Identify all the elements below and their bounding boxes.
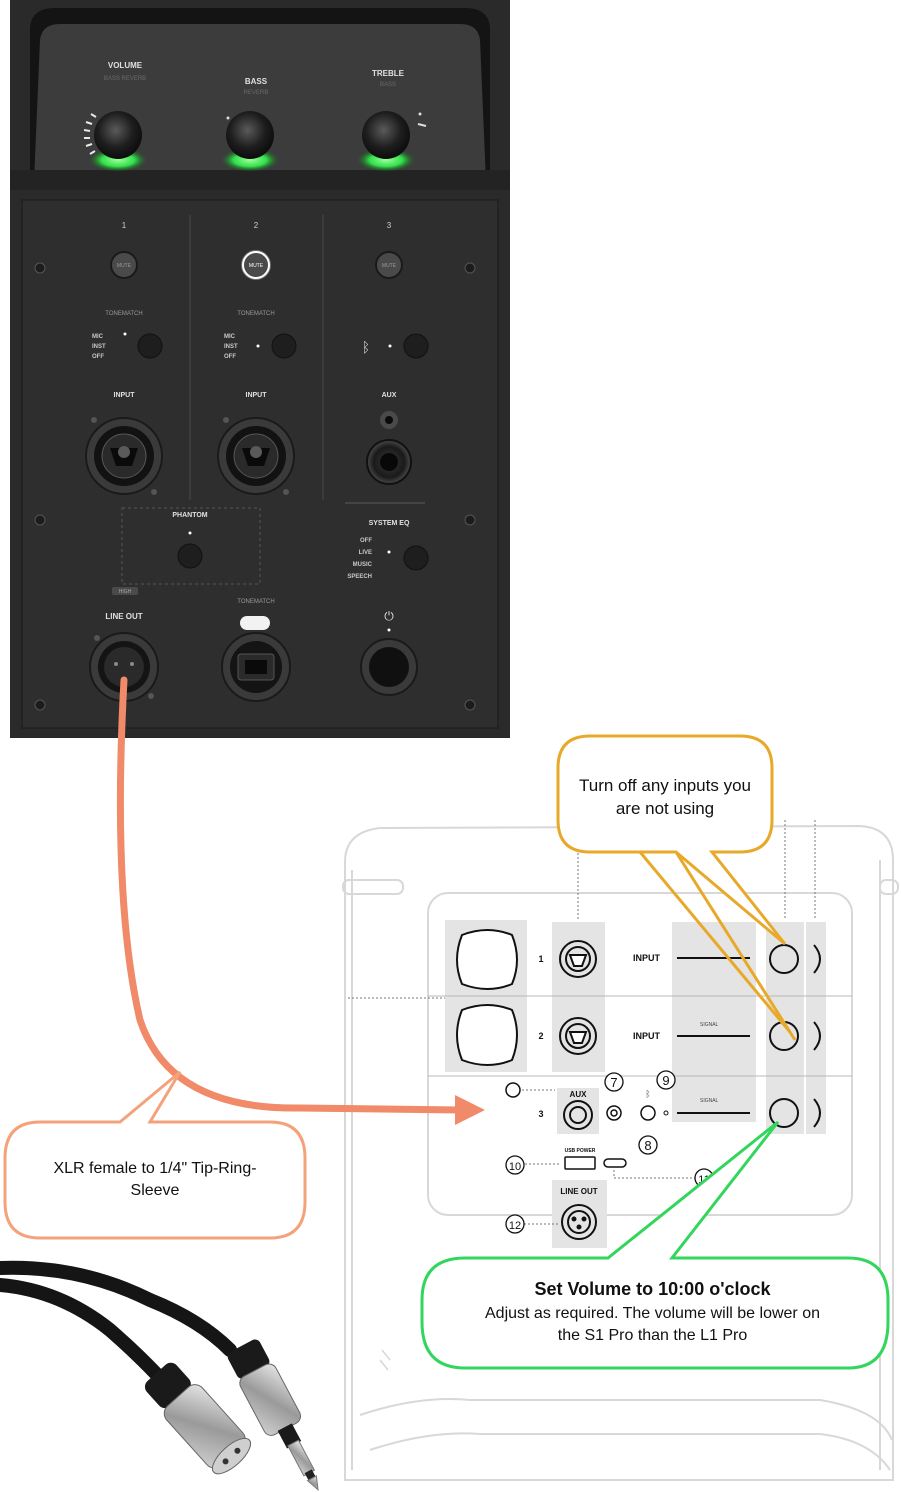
s1-cutouts — [456, 929, 518, 1066]
bass-knob-label: BASS — [245, 77, 268, 86]
callout-number-7: 7 — [610, 1075, 617, 1090]
volume-knob[interactable] — [83, 111, 148, 172]
s1-aux-label: AUX — [570, 1090, 588, 1099]
bass-knob-sublabel: REVERB — [244, 90, 269, 96]
s1-combo-jack-ch1[interactable] — [559, 940, 597, 978]
system-eq-options: OFF LIVE MUSIC SPEECH — [347, 538, 372, 580]
power-icon: ⏻ — [384, 609, 394, 623]
inputs-off-callout-text: Turn off any inputs you are not using — [579, 776, 751, 818]
cable-type-callout — [3, 1070, 307, 1240]
phantom-button[interactable] — [177, 543, 203, 569]
bluetooth-button[interactable] — [403, 333, 429, 359]
s1-aux-jack[interactable] — [563, 1100, 593, 1130]
svg-text:LIVE: LIVE — [359, 550, 372, 556]
l1-pro-panel: VOLUME BASS REVERB BASS REVERB TREBLE BA… — [10, 0, 510, 738]
xlr-to-trs-cable — [0, 1260, 319, 1492]
system-eq-label: SYSTEM EQ — [369, 520, 410, 527]
bluetooth-icon: ᛒ — [362, 339, 370, 355]
s1-signal-label-ch3: SIGNAL — [700, 1098, 719, 1104]
s1-usb-a-port[interactable] — [564, 1156, 596, 1170]
aux-label: AUX — [382, 392, 397, 399]
callout-number-9: 9 — [662, 1073, 669, 1088]
signal-path-arrowhead — [455, 1095, 485, 1125]
tonematch-label-ch2: TONEMATCH — [237, 311, 274, 317]
s1-usb-c-port[interactable] — [603, 1158, 627, 1168]
volume-knob-label: VOLUME — [108, 61, 143, 70]
mute-button-ch2[interactable]: MUTE — [241, 250, 271, 280]
s1-input-label-ch2: INPUT — [633, 1031, 661, 1041]
s1-input-label-ch1: INPUT — [633, 953, 661, 963]
s1-channel-2-number: 2 — [538, 1031, 543, 1041]
svg-text:MUTE: MUTE — [249, 263, 264, 269]
svg-text:OFF: OFF — [360, 538, 372, 544]
combo-input-jack-ch2[interactable] — [217, 417, 295, 495]
volume-knob-sublabel: BASS REVERB — [104, 76, 146, 82]
s1-volume-knob-ch3[interactable] — [769, 1098, 821, 1128]
system-eq-button[interactable] — [403, 545, 429, 571]
svg-text:SPEECH: SPEECH — [347, 574, 372, 580]
l1-channel-1-number: 1 — [122, 221, 127, 230]
tonematch-port[interactable] — [221, 632, 291, 702]
s1-bluetooth-icon: ᛒ — [645, 1089, 650, 1099]
mic-inst-off-labels-ch2: MIC INST OFF — [224, 334, 238, 360]
s1-combo-jack-ch2[interactable] — [559, 1017, 597, 1055]
s1-control-panels — [348, 820, 852, 1248]
s1-usb-power-label: USB POWER — [565, 1148, 596, 1154]
s1-channel-1-number: 1 — [538, 954, 543, 964]
s1-pro-drawing — [342, 824, 899, 1481]
power-button[interactable] — [360, 638, 418, 696]
svg-text:OFF: OFF — [92, 354, 104, 360]
s1-line-out-jack[interactable] — [561, 1204, 597, 1240]
tonematch-label-ch1: TONEMATCH — [105, 311, 142, 317]
volume-callout-title: Set Volume to 10:00 o'clock — [534, 1279, 771, 1299]
combo-input-jack-ch1[interactable] — [85, 417, 163, 495]
s1-bluetooth-button[interactable] — [640, 1105, 656, 1121]
svg-text:MIC: MIC — [224, 334, 236, 340]
l1-channel-3-number: 3 — [387, 221, 392, 230]
callout-number-10: 10 — [509, 1161, 521, 1173]
treble-knob[interactable] — [356, 111, 427, 172]
svg-text:INST: INST — [224, 344, 238, 350]
phantom-label: PHANTOM — [172, 512, 207, 519]
volume-callout-body: Adjust as required. The volume will be l… — [485, 1305, 820, 1344]
l1-channel-2-number: 2 — [254, 221, 259, 230]
mute-button-ch3[interactable]: MUTE — [375, 251, 403, 279]
callout-number-12: 12 — [509, 1220, 521, 1232]
treble-knob-sublabel: BASS — [380, 82, 396, 88]
svg-text:MUTE: MUTE — [117, 263, 132, 269]
tonematch-port-label: TONEMATCH — [237, 599, 274, 605]
svg-text:MUTE: MUTE — [382, 263, 397, 269]
input-select-button-ch2[interactable] — [271, 333, 297, 359]
aux-quarter-inch-jack[interactable] — [366, 439, 412, 485]
mic-inst-off-labels-ch1: MIC INST OFF — [92, 334, 106, 360]
bass-knob[interactable] — [220, 111, 280, 172]
line-out-xlr-jack[interactable] — [89, 632, 159, 702]
inputs-off-callout — [556, 734, 797, 1041]
volume-callout — [420, 1120, 890, 1370]
svg-text:MUSIC: MUSIC — [353, 562, 373, 568]
s1-mini-aux-jack[interactable] — [606, 1105, 622, 1121]
svg-text:OFF: OFF — [224, 354, 236, 360]
input-select-button-ch1[interactable] — [137, 333, 163, 359]
input-label-ch2: INPUT — [246, 392, 268, 399]
signal-path-arrow — [116, 676, 464, 1114]
callout-number-8: 8 — [644, 1138, 651, 1153]
input-label-ch1: INPUT — [114, 392, 136, 399]
s1-tonematch-icon — [505, 1082, 521, 1098]
line-out-label: LINE OUT — [105, 612, 142, 621]
svg-text:MIC: MIC — [92, 334, 104, 340]
mute-button-ch1[interactable]: MUTE — [110, 251, 138, 279]
svg-text:INST: INST — [92, 344, 106, 350]
line-out-badge: HIGH — [119, 589, 132, 595]
aux-mini-jack[interactable] — [380, 411, 398, 429]
cable-type-callout-text: XLR female to 1/4" Tip-Ring-Sleeve — [53, 1160, 257, 1199]
s1-channel-3-number: 3 — [538, 1109, 543, 1119]
treble-knob-label: TREBLE — [372, 69, 405, 78]
s1-signal-label-ch2: SIGNAL — [700, 1022, 719, 1028]
s1-line-out-label: LINE OUT — [560, 1187, 597, 1196]
